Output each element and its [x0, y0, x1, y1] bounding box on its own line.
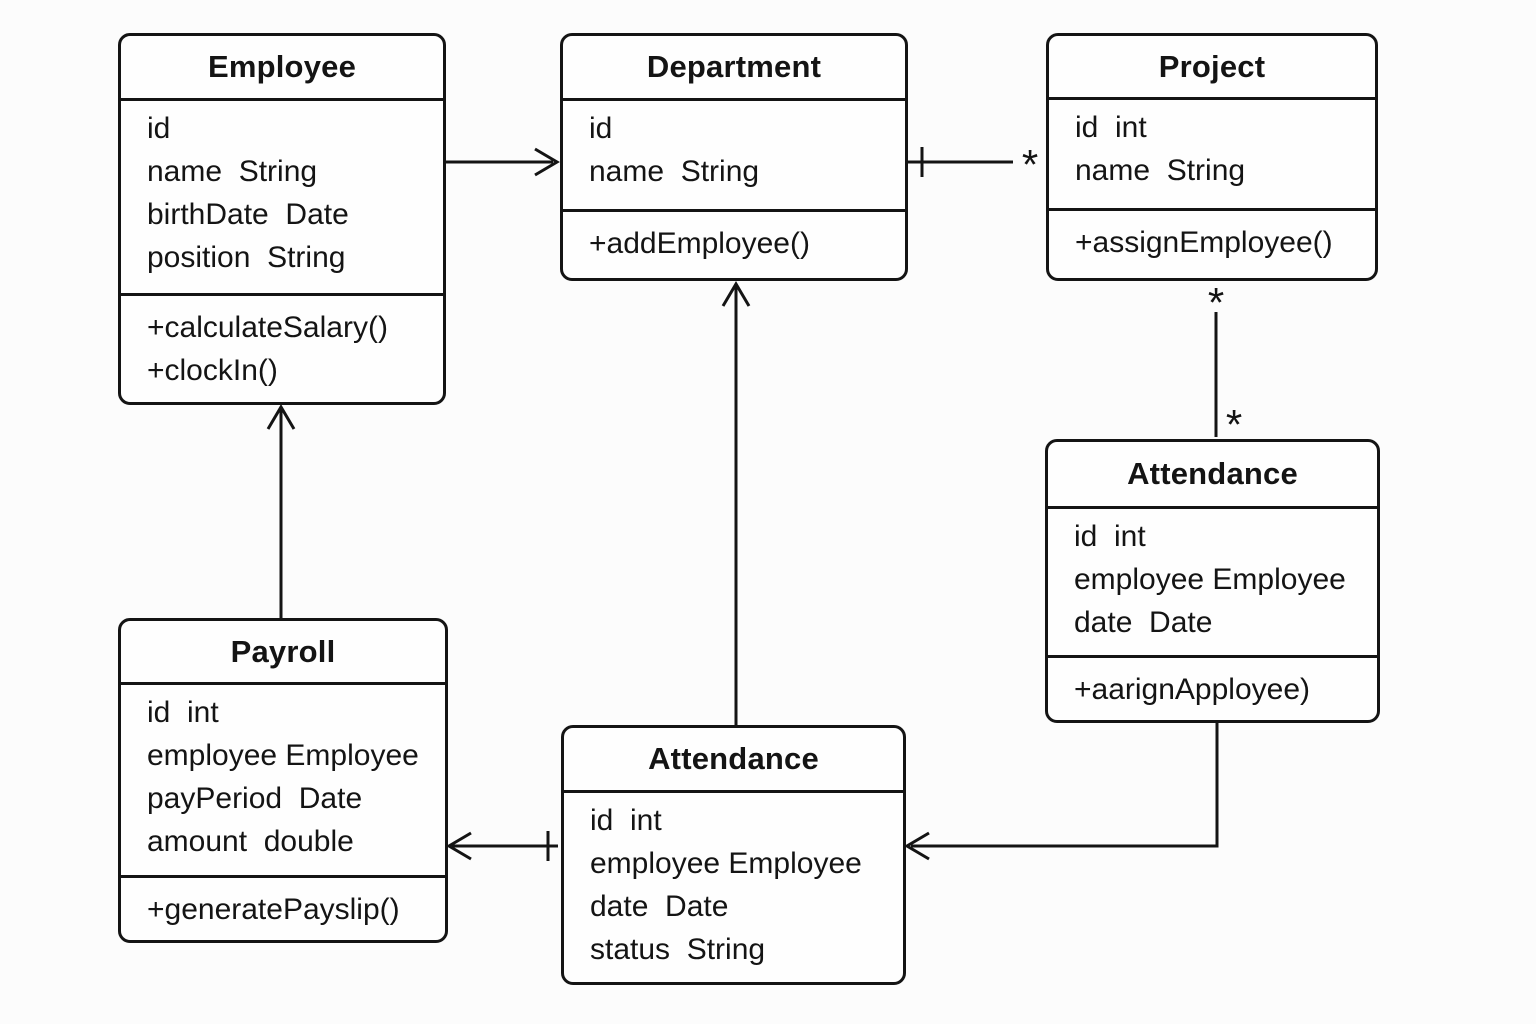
arrowhead-icon — [266, 404, 296, 430]
arrowhead-icon — [904, 831, 930, 861]
class-box-attendance-right: Attendance id int employee Employee date… — [1045, 439, 1380, 723]
class-box-attendance-bottom: Attendance id int employee Employee date… — [561, 725, 906, 985]
attribute: amount double — [147, 825, 354, 858]
attributes-compartment: id int employee Employee payPeriod Date … — [121, 685, 445, 878]
attribute: id — [589, 112, 613, 145]
attribute: status String — [590, 933, 766, 966]
class-title: Project — [1049, 36, 1375, 100]
attribute: position String — [147, 241, 346, 274]
method: +clockIn() — [147, 354, 278, 387]
attributes-compartment: id name String birthDate Date position S… — [121, 101, 443, 296]
class-box-employee: Employee id name String birthDate Date p… — [118, 33, 446, 405]
class-box-department: Department id name String +addEmployee() — [560, 33, 908, 281]
attribute: name String — [1075, 154, 1246, 187]
method: +addEmployee() — [589, 227, 810, 260]
attribute: employee Employee — [1074, 563, 1346, 596]
class-box-project: Project id int name String +assignEmploy… — [1046, 33, 1378, 281]
arrowhead-icon — [721, 281, 751, 307]
attribute: id int — [590, 804, 662, 837]
method: +aarignApployee) — [1074, 673, 1311, 706]
multiplicity-star-attendance-top: * — [1225, 401, 1243, 448]
attribute: employee Employee — [147, 739, 419, 772]
attributes-compartment: id int name String — [1049, 100, 1375, 211]
arrowhead-icon — [446, 831, 472, 861]
connector-department-to-project — [908, 147, 1013, 177]
method: +generatePayslip() — [147, 893, 400, 926]
connector-payroll-to-employee — [266, 404, 296, 618]
method: +assignEmployee() — [1075, 226, 1333, 259]
attribute: birthDate Date — [147, 198, 349, 231]
attribute: payPeriod Date — [147, 782, 363, 815]
arrowhead-icon — [534, 147, 560, 177]
class-title: Employee — [121, 36, 443, 101]
connector-attendance-right-to-attendance-bottom — [904, 723, 1219, 861]
attribute: id int — [147, 696, 219, 729]
methods-compartment: +aarignApployee) — [1048, 658, 1377, 720]
attribute: id — [147, 112, 171, 145]
methods-compartment: +calculateSalary() +clockIn() — [121, 296, 443, 402]
attributes-compartment: id name String — [563, 101, 905, 212]
attribute: name String — [147, 155, 318, 188]
attribute: employee Employee — [590, 847, 862, 880]
connector-employee-to-department — [446, 147, 560, 177]
class-title: Payroll — [121, 621, 445, 685]
attributes-compartment: id int employee Employee date Date — [1048, 509, 1377, 658]
attribute: id int — [1074, 520, 1146, 553]
attributes-compartment: id int employee Employee date Date statu… — [564, 793, 903, 971]
methods-compartment: +addEmployee() — [563, 212, 905, 278]
multiplicity-star-project-left: * — [1021, 141, 1039, 188]
connector-attendance-bottom-to-department — [721, 281, 751, 725]
method: +calculateSalary() — [147, 311, 388, 344]
class-title: Department — [563, 36, 905, 101]
methods-compartment: +assignEmployee() — [1049, 211, 1375, 278]
methods-compartment: +generatePayslip() — [121, 878, 445, 940]
class-title: Attendance — [1048, 442, 1377, 509]
multiplicity-star-project-bottom: * — [1207, 279, 1225, 326]
attribute: date Date — [590, 890, 729, 923]
attribute: name String — [589, 155, 760, 188]
attribute: id int — [1075, 111, 1147, 144]
class-title: Attendance — [564, 728, 903, 793]
connector-attendance-bottom-to-payroll — [446, 831, 558, 861]
attribute: date Date — [1074, 606, 1213, 639]
class-box-payroll: Payroll id int employee Employee payPeri… — [118, 618, 448, 943]
